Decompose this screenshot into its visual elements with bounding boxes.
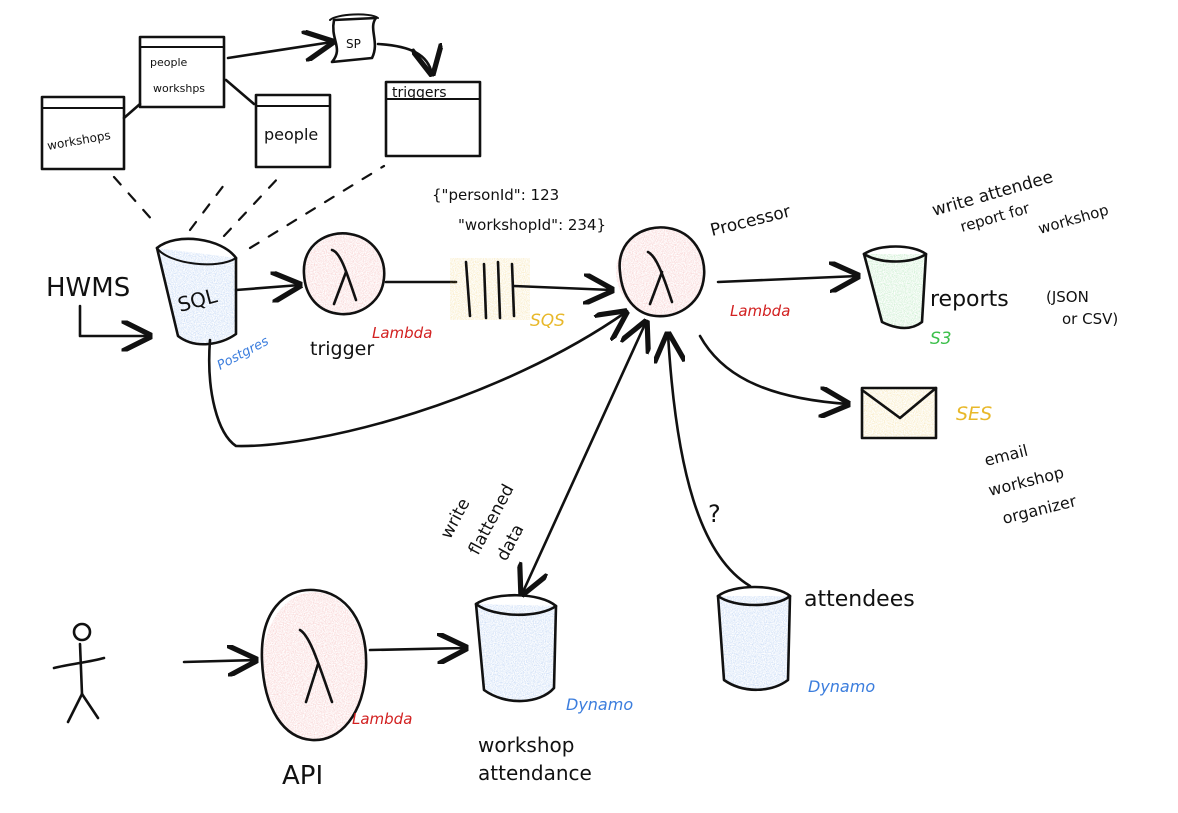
hwms-to-sql-arrow — [78, 304, 150, 336]
payload-line-2: "workshopId": 234} — [458, 216, 606, 234]
question-mark: ? — [708, 500, 721, 528]
attendees-label: attendees — [804, 587, 915, 612]
people-table-label: people — [264, 125, 318, 144]
user-to-api-arrow — [182, 660, 256, 662]
dash-to-people — [222, 174, 282, 238]
ses-note-3: organizer — [1000, 491, 1078, 528]
sqs-queue — [450, 258, 530, 320]
trigger-lambda — [302, 232, 386, 316]
api-label: API — [282, 761, 323, 791]
sp-to-triggers-arrow — [376, 42, 432, 74]
reports-label: reports — [930, 287, 1009, 312]
workshops-to-people-workshops-line — [122, 102, 142, 120]
processor-to-ses-arrow — [698, 334, 848, 404]
attendance-dynamo-label: Dynamo — [566, 695, 633, 714]
ses-note-1: email — [982, 441, 1029, 470]
trigger-lambda-service: Lambda — [372, 324, 432, 342]
payload-line-1: {"personId": 123 — [432, 186, 559, 204]
stored-procedure: SP — [329, 13, 379, 64]
sqs-to-processor-arrow — [512, 286, 612, 290]
trigger-label: trigger — [310, 338, 374, 360]
triggers-table-label: triggers — [392, 85, 447, 101]
s3-label: S3 — [930, 329, 952, 349]
lambda-icon — [646, 250, 674, 304]
sql-database: SQL — [155, 237, 238, 346]
attendance-label-2: attendance — [478, 761, 592, 785]
api-lambda — [260, 588, 368, 742]
attendees-to-processor-arrow — [668, 334, 752, 588]
people-workshops-to-sp-arrow — [226, 42, 332, 58]
people-workshops-label-1: people — [150, 56, 188, 69]
flatten-note-1: write — [437, 495, 475, 542]
dash-to-workshops — [112, 175, 156, 224]
attendance-label-1: workshop — [478, 733, 574, 757]
sp-label: SP — [346, 37, 361, 51]
people-workshops-label-2: workshps — [153, 82, 205, 95]
hwms-label: HWMS — [46, 273, 130, 303]
workshops-table: workshops — [40, 95, 126, 171]
dash-to-people-workshops — [188, 183, 226, 232]
triggers-table: triggers — [384, 80, 482, 158]
processor-lambda-service: Lambda — [730, 302, 790, 320]
sqs-label: SQS — [530, 311, 565, 331]
lambda-icon — [330, 248, 358, 302]
api-lambda-service: Lambda — [352, 710, 412, 728]
people-workshops-to-people-line — [224, 78, 256, 106]
reports-format-1: (JSON — [1046, 288, 1089, 306]
people-table: people — [254, 93, 332, 169]
user-icon — [52, 622, 106, 724]
processor-to-attendance-arrow — [522, 322, 646, 594]
reports-bucket — [862, 245, 928, 330]
ses-note-2: workshop — [986, 463, 1065, 500]
reports-format-2: or CSV) — [1062, 310, 1118, 328]
sql-to-trigger-arrow — [234, 285, 300, 290]
workshop-attendance-table — [474, 593, 558, 703]
attendees-table — [716, 585, 792, 692]
api-to-attendance-arrow — [368, 648, 466, 650]
lambda-icon — [298, 628, 334, 704]
attendees-dynamo-label: Dynamo — [808, 677, 875, 696]
processor-to-s3-arrow — [716, 276, 858, 282]
ses-envelope — [860, 386, 938, 440]
processor-lambda — [616, 226, 706, 318]
ses-label: SES — [956, 403, 992, 425]
dash-to-triggers — [248, 164, 386, 250]
workshops-table-label: workshops — [46, 128, 112, 153]
processor-label: Processor — [708, 202, 792, 241]
envelope-icon — [860, 386, 938, 420]
people-workshops-table: people workshps — [138, 35, 226, 109]
reports-note-3: workshop — [1036, 201, 1110, 238]
